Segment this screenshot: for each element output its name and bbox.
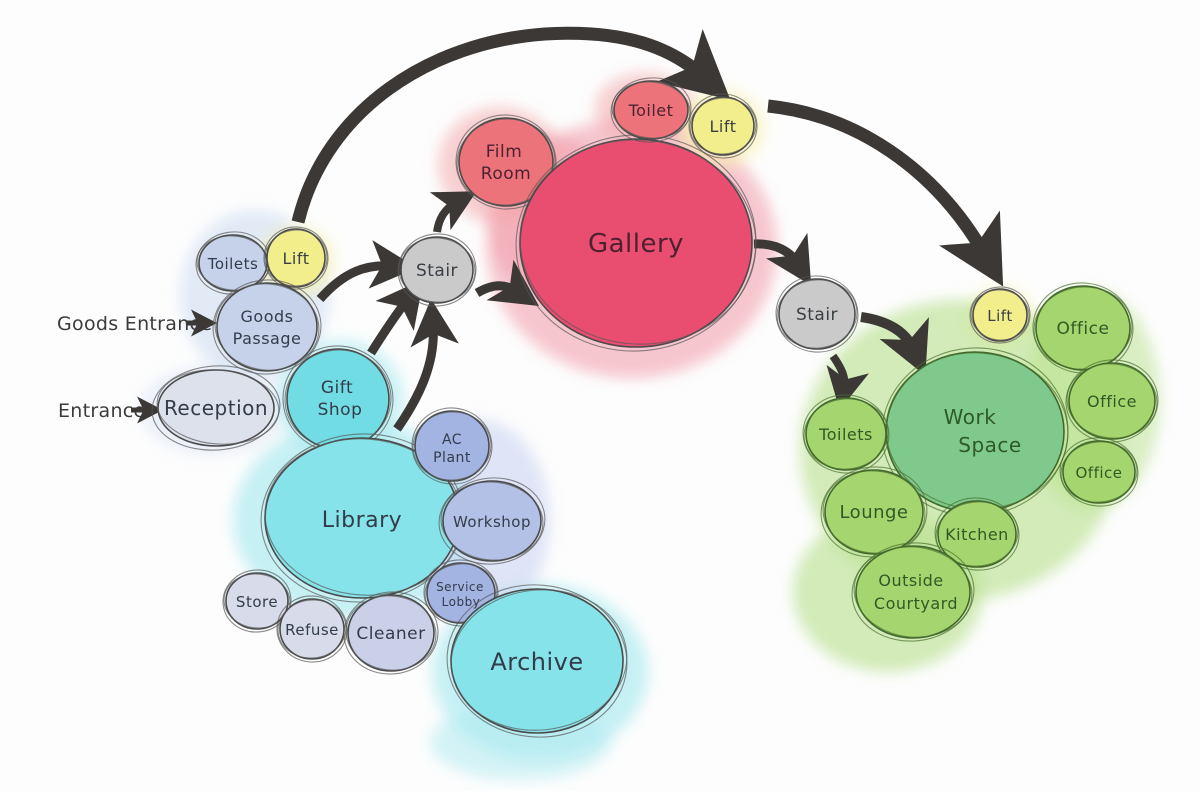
svg-text:Lounge: Lounge	[839, 502, 908, 523]
svg-text:Stair: Stair	[416, 261, 458, 281]
svg-text:Film: Film	[486, 142, 523, 162]
node-toilet-top: Toilet	[610, 77, 692, 143]
node-office-3: Office	[1059, 437, 1139, 507]
svg-text:Lobby: Lobby	[442, 595, 481, 609]
svg-text:Courtyard: Courtyard	[874, 594, 958, 613]
node-gallery: Gallery	[515, 134, 757, 352]
node-archive: Archive	[446, 584, 628, 738]
svg-text:Passage: Passage	[233, 329, 302, 348]
node-refuse: Refuse	[276, 595, 348, 663]
svg-text:Office: Office	[1075, 464, 1122, 482]
svg-text:Work: Work	[944, 405, 997, 429]
arrow-goods-passage-to-stair	[316, 240, 418, 303]
node-kitchen: Kitchen	[934, 497, 1020, 571]
svg-text:Store: Store	[236, 593, 278, 611]
node-lift-right: Lift	[969, 286, 1031, 344]
svg-text:Space: Space	[958, 433, 1021, 457]
node-office-1: Office	[1032, 282, 1134, 374]
svg-text:Stair: Stair	[796, 305, 838, 325]
svg-text:Refuse: Refuse	[285, 621, 339, 639]
svg-text:Kitchen: Kitchen	[945, 525, 1009, 544]
svg-text:Goods: Goods	[241, 307, 294, 326]
node-stair-right: Stair	[775, 275, 859, 353]
flow-arrows	[291, 26, 1004, 432]
node-lounge: Lounge	[820, 466, 928, 558]
svg-text:Room: Room	[481, 164, 531, 184]
arrow-lift-top-to-lift-right	[767, 99, 1004, 287]
node-store: Store	[222, 569, 292, 633]
svg-text:Library: Library	[322, 508, 402, 533]
node-lift-top: Lift	[688, 93, 758, 159]
svg-text:Outside: Outside	[878, 571, 943, 590]
arrow-stair-right-to-work-space	[860, 312, 929, 376]
svg-text:Reception: Reception	[164, 396, 268, 420]
svg-text:Lift: Lift	[710, 117, 737, 136]
arrow-gift-shop-to-stair	[367, 279, 424, 356]
node-library: Library	[260, 433, 464, 603]
node-toilets-right: Toilets	[802, 394, 890, 474]
svg-text:Gallery: Gallery	[588, 229, 684, 259]
svg-text:Workshop: Workshop	[453, 513, 531, 531]
node-goods-passage: Goods Passage	[212, 279, 322, 375]
svg-text:Toilet: Toilet	[628, 101, 674, 120]
node-reception: Reception	[151, 365, 281, 451]
svg-text:Office: Office	[1087, 392, 1137, 411]
node-gift-shop: Gift Shop	[282, 345, 394, 453]
arrow-stair-to-gallery	[474, 259, 539, 306]
svg-text:AC: AC	[442, 432, 462, 448]
node-film-room: Film Room	[455, 114, 557, 210]
svg-text:Toilets: Toilets	[818, 425, 873, 444]
node-office-2: Office	[1065, 359, 1159, 443]
node-workshop: Workshop	[438, 477, 546, 565]
node-cleaner: Cleaner	[343, 591, 439, 675]
svg-text:Service: Service	[436, 580, 484, 594]
entrance-annotations: Goods Entrance Entrance	[57, 309, 217, 424]
goods-entrance-label: Goods Entrance	[57, 313, 212, 335]
svg-text:Shop: Shop	[318, 400, 363, 420]
arrow-gallery-to-stair-right	[753, 232, 812, 286]
arrow-stair-right-to-toilets	[826, 353, 869, 410]
svg-text:Archive: Archive	[490, 648, 583, 676]
node-lift-left: Lift	[263, 226, 329, 290]
svg-text:Plant: Plant	[433, 450, 471, 466]
svg-text:Lift: Lift	[987, 307, 1012, 325]
svg-text:Office: Office	[1057, 319, 1110, 339]
svg-text:Lift: Lift	[283, 249, 310, 268]
node-outside-courtyard: Outside Courtyard	[851, 542, 975, 642]
node-ac-plant: AC Plant	[411, 407, 493, 485]
arrow-lift-left-to-lift-top	[291, 26, 731, 224]
svg-text:Toilets: Toilets	[207, 255, 259, 273]
arrow-stair-to-film-room	[429, 191, 477, 233]
node-stair-left: Stair	[397, 233, 477, 307]
arrow-library-to-stair	[393, 298, 459, 432]
svg-text:Cleaner: Cleaner	[356, 624, 425, 644]
entrance-label: Entrance	[58, 400, 146, 422]
svg-text:Gift: Gift	[321, 378, 353, 398]
